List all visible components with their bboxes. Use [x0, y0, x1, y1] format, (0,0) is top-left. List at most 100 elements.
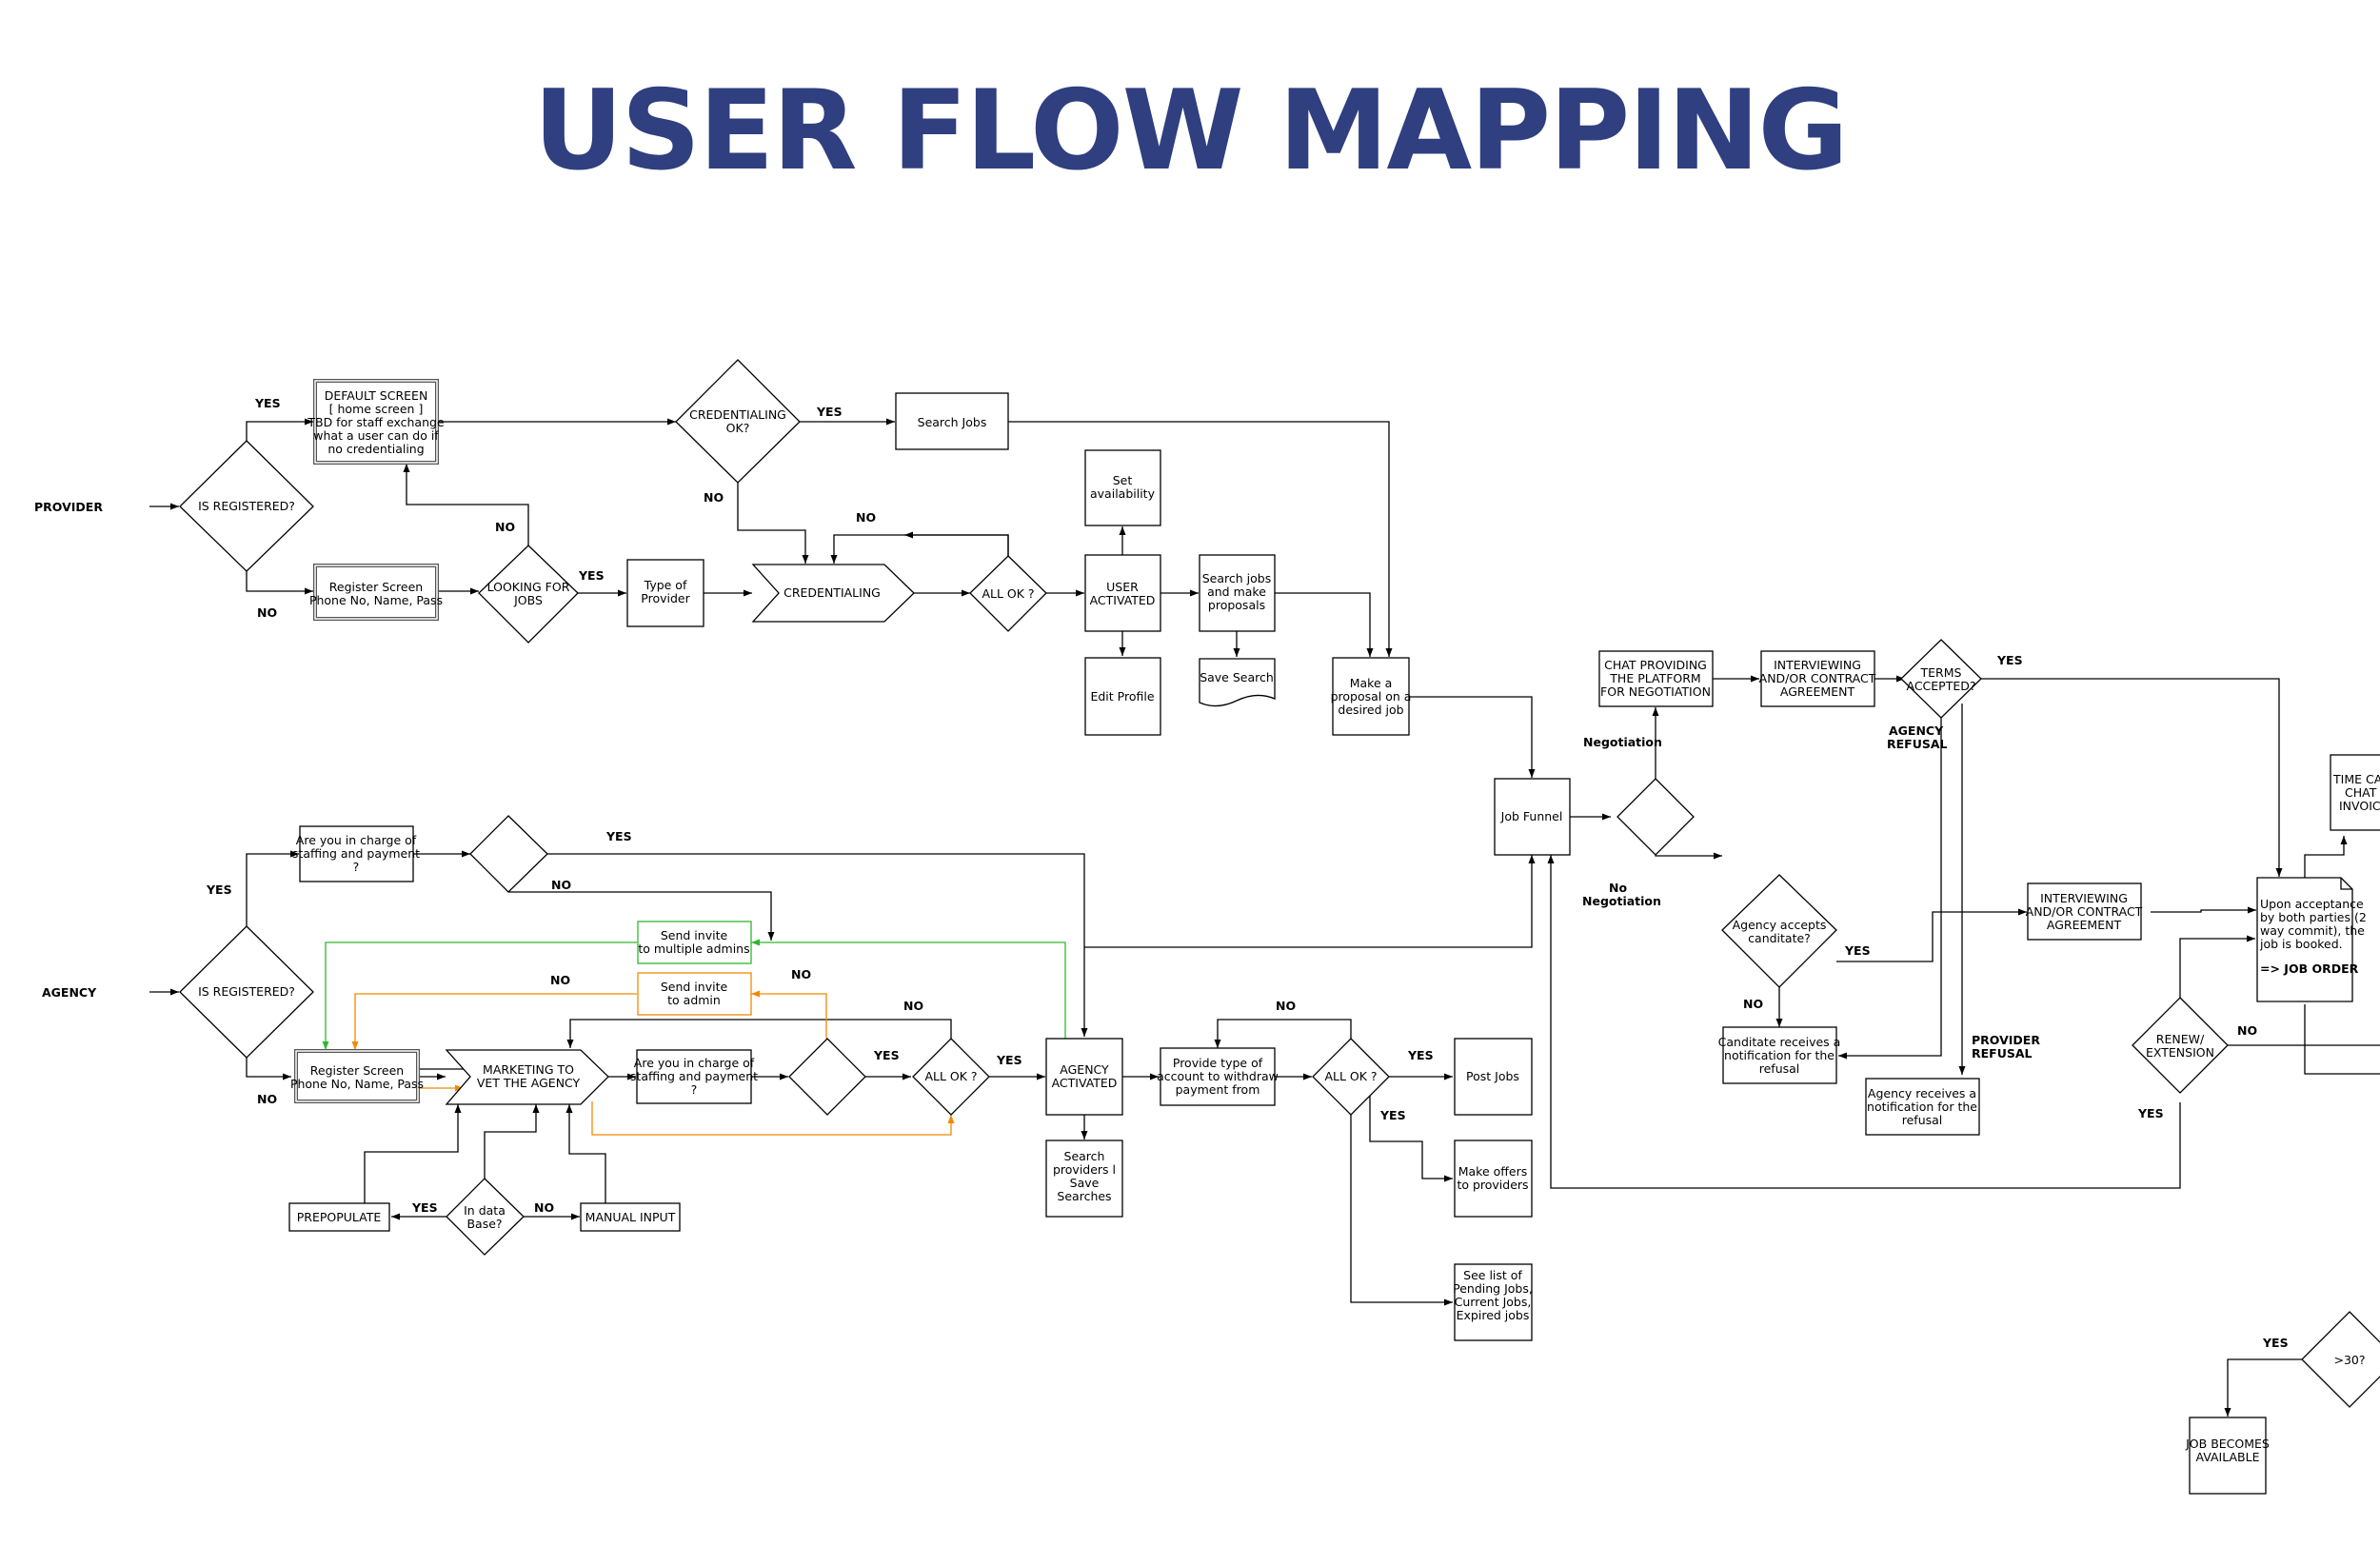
provider-all-ok-decision: ALL OK ?: [969, 555, 1047, 632]
agency-in-charge-box[interactable]: Are you in charge of staffing and paymen…: [292, 825, 420, 882]
svg-text:NO: NO: [2237, 1023, 2257, 1038]
svg-text:YES: YES: [873, 1048, 900, 1062]
svg-text:staffing and payment: staffing and payment: [292, 846, 420, 861]
svg-text:TIME CAR: TIME CAR: [2332, 772, 2380, 786]
svg-text:PROVIDER: PROVIDER: [1972, 1033, 2040, 1047]
post-jobs-box[interactable]: Post Jobs: [1454, 1038, 1533, 1116]
svg-text:USER: USER: [1106, 580, 1139, 594]
svg-text:Edit Profile: Edit Profile: [1090, 689, 1154, 704]
svg-text:to providers: to providers: [1457, 1178, 1528, 1192]
svg-text:AGREEMENT: AGREEMENT: [1780, 684, 1855, 699]
provider-registered-decision: IS REGISTERED?: [179, 440, 314, 572]
svg-text:Expired jobs: Expired jobs: [1457, 1308, 1530, 1322]
interviewing-contract-box-top: INTERVIEWING AND/OR CONTRACT AGREEMENT: [1759, 650, 1876, 707]
edit-profile-box[interactable]: Edit Profile: [1084, 657, 1161, 736]
provider-register-screen[interactable]: Register Screen Phone No, Name, Pass: [309, 564, 443, 621]
send-invite-admin[interactable]: Send invite to admin: [637, 972, 752, 1016]
svg-text:Make offers: Make offers: [1458, 1164, 1528, 1179]
svg-text:canditate?: canditate?: [1748, 931, 1811, 945]
svg-text:See list of: See list of: [1463, 1268, 1522, 1282]
svg-text:AND/OR CONTRACT: AND/OR CONTRACT: [1759, 671, 1876, 685]
svg-text:Upon acceptance: Upon acceptance: [2260, 897, 2364, 911]
svg-text:Save: Save: [1070, 1176, 1100, 1190]
svg-text:YES: YES: [996, 1053, 1022, 1067]
svg-text:Search jobs: Search jobs: [1202, 571, 1272, 585]
svg-text:PROVIDER: PROVIDER: [34, 500, 103, 514]
svg-text:NO: NO: [704, 490, 724, 505]
make-proposal-box[interactable]: Make a proposal on a desired job: [1331, 657, 1412, 736]
svg-text:TERMS: TERMS: [1920, 665, 1962, 680]
svg-text:Searches: Searches: [1057, 1189, 1111, 1203]
svg-text:JOB BECOMES: JOB BECOMES: [2185, 1437, 2270, 1451]
svg-text:VET THE AGENCY: VET THE AGENCY: [477, 1076, 581, 1090]
svg-text:what a user can do if: what a user can do if: [313, 428, 439, 443]
flow-labels: YES NO NO YES NO YES NO Negotiation No N…: [206, 396, 2289, 1350]
agency-registered-decision: IS REGISTERED?: [179, 925, 314, 1059]
svg-text:ALL OK ?: ALL OK ?: [982, 586, 1034, 601]
svg-text:LOOKING FOR: LOOKING FOR: [487, 580, 570, 594]
svg-text:by both parties (2: by both parties (2: [2260, 910, 2367, 924]
svg-text:AND/OR CONTRACT: AND/OR CONTRACT: [2026, 904, 2143, 919]
svg-text:REFUSAL: REFUSAL: [1972, 1046, 2033, 1060]
svg-text:Make a: Make a: [1350, 676, 1393, 690]
svg-text:REFUSAL: REFUSAL: [1887, 737, 1948, 751]
svg-text:=> JOB ORDER: => JOB ORDER: [2260, 961, 2359, 976]
prepopulate-box[interactable]: PREPOPULATE: [288, 1202, 390, 1232]
svg-text:Search: Search: [1064, 1149, 1105, 1163]
svg-text:Agency receives a: Agency receives a: [1868, 1086, 1976, 1100]
svg-text:INTERVIEWING: INTERVIEWING: [2040, 891, 2128, 905]
svg-text:CHAT: CHAT: [2345, 785, 2377, 800]
svg-text:proposal on a: proposal on a: [1331, 689, 1412, 704]
send-invite-multiple-admins[interactable]: Send invite to multiple admins: [637, 921, 752, 964]
svg-text:Phone No, Name, Pass: Phone No, Name, Pass: [290, 1077, 424, 1091]
agency-in-charge-decision-top: [469, 815, 548, 893]
svg-text:>30?: >30?: [2333, 1353, 2365, 1367]
svg-text:Are you in charge of: Are you in charge of: [634, 1056, 755, 1070]
agency-register-screen[interactable]: Register Screen Phone No, Name, Pass: [290, 1049, 424, 1103]
svg-text:NO: NO: [550, 973, 570, 987]
interviewing-contract-box-bottom: INTERVIEWING AND/OR CONTRACT AGREEMENT: [2026, 882, 2143, 941]
payment-account-box[interactable]: Provide type of account to withdraw paym…: [1157, 1047, 1279, 1106]
save-search-document[interactable]: Save Search: [1199, 658, 1276, 707]
provider-default-screen[interactable]: DEFAULT SCREEN [ home screen ] TBD for s…: [307, 379, 445, 465]
search-jobs-box[interactable]: Search Jobs: [895, 392, 1009, 450]
job-becomes-available-box: JOB BECOMES AVAILABLE: [2185, 1417, 2270, 1495]
svg-text:YES: YES: [1996, 653, 2023, 667]
type-of-provider-box[interactable]: Type of Provider: [626, 559, 704, 627]
svg-text:NO: NO: [856, 510, 876, 525]
job-list-box[interactable]: See list of Pending Jobs, Current Jobs, …: [1453, 1263, 1533, 1341]
connectors: [149, 418, 2380, 1417]
manual-input-box[interactable]: MANUAL INPUT: [580, 1202, 681, 1232]
svg-text:DEFAULT SCREEN: DEFAULT SCREEN: [325, 388, 428, 403]
credentialing-ok-decision: CREDENTIALING OK?: [675, 359, 801, 484]
svg-text:EXTENSION: EXTENSION: [2146, 1045, 2214, 1060]
svg-text:NO: NO: [1276, 999, 1296, 1013]
svg-text:YES: YES: [1844, 943, 1871, 958]
agency-activated-box: AGENCY ACTIVATED: [1045, 1038, 1123, 1116]
svg-text:Are you in charge of: Are you in charge of: [296, 833, 417, 847]
svg-text:Type of: Type of: [644, 578, 687, 592]
svg-text:?: ?: [691, 1082, 698, 1097]
svg-text:YES: YES: [411, 1200, 438, 1215]
svg-text:?: ?: [353, 860, 360, 874]
svg-text:Pending Jobs,: Pending Jobs,: [1453, 1281, 1533, 1296]
svg-text:Provider: Provider: [641, 591, 690, 605]
make-offers-box[interactable]: Make offers to providers: [1454, 1140, 1533, 1218]
svg-text:JOBS: JOBS: [513, 593, 543, 607]
set-availability-box[interactable]: Set availability: [1084, 449, 1161, 526]
svg-text:AGENCY: AGENCY: [1889, 723, 1944, 738]
svg-text:job is booked.: job is booked.: [2259, 937, 2343, 951]
svg-text:In data: In data: [464, 1203, 506, 1218]
search-providers-box[interactable]: Search providers l Save Searches: [1045, 1140, 1123, 1218]
svg-text:Provide type of: Provide type of: [1173, 1056, 1263, 1070]
svg-text:staffing and payment: staffing and payment: [630, 1069, 758, 1083]
agency-refusal-notification: Agency receives a notification for the r…: [1865, 1078, 1980, 1136]
search-make-proposals-box[interactable]: Search jobs and make proposals: [1199, 554, 1276, 632]
svg-text:Register Screen: Register Screen: [329, 580, 423, 594]
svg-text:providers l: providers l: [1053, 1162, 1116, 1177]
agency-in-charge-box-2[interactable]: Are you in charge of staffing and paymen…: [630, 1049, 758, 1104]
lane-label-agency: AGENCY: [42, 985, 97, 1000]
svg-text:availability: availability: [1090, 486, 1156, 501]
svg-text:NO: NO: [257, 1092, 277, 1106]
